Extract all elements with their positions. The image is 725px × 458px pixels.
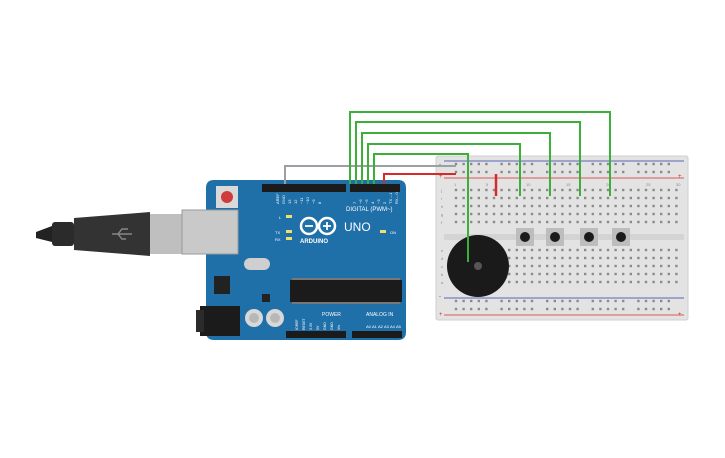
rail-plus-top: +	[439, 174, 443, 180]
push-button-1[interactable]	[516, 228, 534, 246]
svg-text:A4: A4	[390, 324, 396, 329]
arduino-logo	[299, 216, 337, 236]
pin-label-5: ~5	[364, 199, 369, 204]
tx-label: TX	[275, 230, 280, 235]
pin-label-10: ~10	[305, 196, 310, 204]
column-numbers: 1 5 10 15 20 25 30	[454, 182, 681, 187]
model-label: UNO	[344, 220, 371, 234]
wire-green-4[interactable]	[367, 143, 521, 196]
pin-label-12: 12	[293, 199, 298, 204]
pin-label-4: 4	[370, 201, 375, 204]
svg-text:g: g	[441, 212, 443, 217]
pin-label-1: TX→1	[388, 192, 393, 204]
svg-text:b: b	[441, 272, 444, 277]
push-button-3[interactable]	[580, 228, 598, 246]
svg-text:A5: A5	[396, 324, 402, 329]
svg-text:Vin: Vin	[337, 325, 341, 330]
svg-text:15: 15	[566, 182, 571, 187]
svg-text:c: c	[441, 264, 443, 269]
pin-label-aref: AREF	[275, 193, 280, 204]
rail-minus-bottom: -	[439, 294, 441, 300]
svg-text:A3: A3	[384, 324, 390, 329]
rail-plus-bottom-right: +	[678, 312, 682, 318]
wire-green-2[interactable]	[355, 121, 581, 196]
svg-text:20: 20	[606, 182, 611, 187]
svg-text:i: i	[441, 196, 442, 201]
pin-label-8: 8	[317, 201, 322, 204]
piezo-buzzer[interactable]: − +	[447, 235, 509, 297]
wire-green-1[interactable]	[349, 111, 611, 196]
wire-gray-gnd[interactable]	[284, 165, 456, 184]
svg-text:3.3V: 3.3V	[309, 322, 313, 330]
analog-pin-labels: A0 A1 A2 A3 A4 A5	[366, 324, 402, 329]
l-label: L	[279, 215, 282, 220]
pin-label-gnd: GND	[281, 195, 286, 204]
svg-text:h: h	[441, 204, 443, 209]
wire-green-5[interactable]	[373, 153, 469, 262]
wire-green-3[interactable]	[361, 132, 551, 196]
on-label: ON	[390, 230, 396, 235]
svg-text:A2: A2	[378, 324, 384, 329]
pin-label-6: ~6	[358, 199, 363, 204]
power-pin-labels: IOREF RESET 3.3V 5V GND GND Vin	[295, 317, 341, 330]
pin-label-7: 7	[352, 201, 357, 204]
buzzer-minus-label: −	[456, 239, 461, 249]
rail-plus-top-right: +	[678, 174, 682, 180]
crystal-oscillator	[244, 258, 270, 270]
svg-text:30: 30	[676, 182, 681, 187]
pin-label-9: ~9	[311, 199, 316, 204]
atmega-chip	[290, 278, 402, 304]
voltage-regulator	[214, 276, 230, 294]
arduino-uno-board[interactable]: AREF GND 13 12 ~11 ~10 ~9 8 7 ~6 ~5 4 ~3…	[181, 180, 406, 340]
svg-text:A1: A1	[372, 324, 378, 329]
power-label: POWER	[322, 312, 341, 318]
digital-header[interactable]	[262, 184, 400, 192]
svg-text:A0: A0	[366, 324, 372, 329]
svg-text:a: a	[441, 280, 444, 285]
rail-plus-bottom: +	[439, 312, 443, 318]
svg-text:f: f	[441, 220, 443, 225]
svg-text:GND: GND	[330, 322, 334, 330]
pin-label-13: 13	[287, 199, 292, 204]
pin-label-2: 2	[382, 201, 387, 204]
digital-label: DIGITAL (PWM~)	[346, 207, 393, 213]
breadboard-holes[interactable]	[454, 162, 678, 311]
svg-text:j: j	[440, 188, 442, 193]
svg-text:5: 5	[486, 182, 489, 187]
analog-label: ANALOG IN	[366, 312, 394, 318]
svg-text:IOREF: IOREF	[295, 319, 299, 330]
usb-icon	[112, 228, 132, 240]
push-button-4[interactable]	[612, 228, 630, 246]
capacitors	[245, 309, 284, 327]
pin-label-3: ~3	[376, 199, 381, 204]
svg-text:RESET: RESET	[302, 317, 306, 330]
power-analog-header[interactable]	[286, 331, 402, 338]
pin-label-11: ~11	[299, 197, 304, 204]
pin-label-0: RX←0	[394, 191, 399, 204]
svg-text:10: 10	[526, 182, 531, 187]
push-button-2[interactable]	[546, 228, 564, 246]
wire-red-5v[interactable]	[383, 173, 498, 196]
buzzer-plus-label: +	[494, 239, 499, 249]
led-indicators: L TX RX ON	[275, 215, 396, 242]
brand-label: ARDUINO	[300, 239, 328, 245]
reset-button[interactable]	[216, 186, 238, 208]
svg-text:e: e	[441, 248, 444, 253]
svg-text:GND: GND	[323, 322, 327, 330]
header-top-labels: AREF GND 13 12 ~11 ~10 ~9 8 7 ~6 ~5 4 ~3…	[275, 191, 399, 204]
svg-text:5V: 5V	[316, 325, 320, 330]
svg-text:d: d	[441, 256, 443, 261]
svg-text:25: 25	[646, 182, 651, 187]
row-letters: j i h g f e d c b a	[440, 188, 444, 285]
rx-label: RX	[275, 237, 281, 242]
svg-text:1: 1	[454, 182, 457, 187]
